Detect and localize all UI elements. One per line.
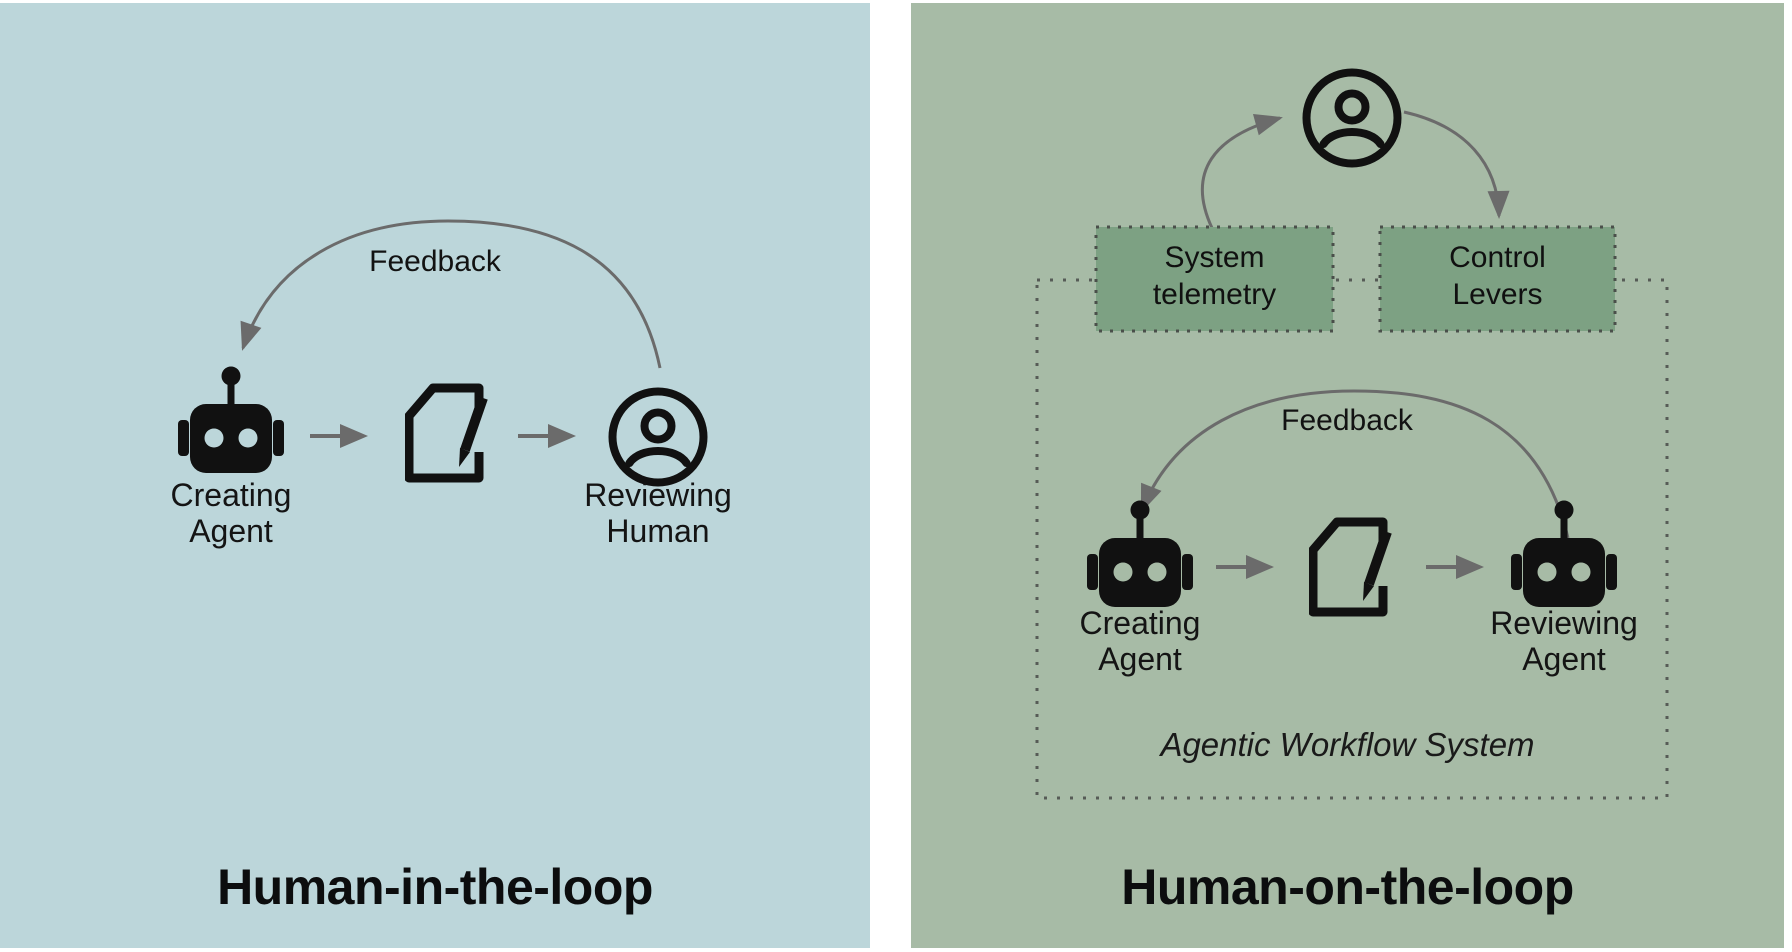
left-panel-connectors [240, 219, 662, 448]
feedback-arc [1140, 389, 1570, 539]
left-panel-title: Human-in-the-loop [217, 859, 653, 915]
document-edit-icon [405, 380, 493, 486]
control-levers-box [1378, 225, 1617, 333]
arrowhead-icon [1246, 555, 1274, 579]
flow-arrow [518, 424, 576, 448]
feedback-label: Feedback [1281, 404, 1413, 437]
arrowhead-icon [1456, 555, 1484, 579]
telemetry-to-human-arc [1201, 113, 1283, 229]
flow-arrow [1426, 555, 1484, 579]
flow-arrow [310, 424, 368, 448]
person-icon [1302, 68, 1402, 168]
feedback-label: Feedback [369, 245, 501, 278]
right-panel-connectors [1035, 110, 1669, 800]
panel-human-on-the-loop: System telemetry Control Levers Feedback… [911, 3, 1784, 948]
agentic-workflow-boundary [1035, 278, 1669, 800]
creating-agent-label: Creating Agent [170, 477, 292, 549]
document-edit-icon [1309, 514, 1397, 620]
human-to-control-arc [1403, 110, 1510, 219]
agentic-workflow-system-label: Agentic Workflow System [1160, 726, 1535, 763]
person-icon [608, 387, 708, 487]
system-telemetry-box [1094, 225, 1335, 333]
robot-icon [1082, 500, 1198, 608]
flow-arrow [1216, 555, 1274, 579]
reviewing-human-label: Reviewing Human [584, 477, 732, 549]
control-levers-label: Control Levers [1449, 241, 1546, 311]
right-panel-title: Human-on-the-loop [1121, 859, 1574, 915]
creating-agent-label: Creating Agent [1079, 605, 1201, 677]
feedback-arc [240, 219, 662, 369]
system-telemetry-label: System telemetry [1152, 241, 1277, 311]
robot-icon [173, 366, 289, 474]
panel-human-in-the-loop: Feedback Creating Agent Reviewing Human … [0, 3, 870, 948]
arrowhead-icon [548, 424, 576, 448]
reviewing-agent-label: Reviewing Agent [1490, 605, 1638, 677]
robot-icon [1506, 500, 1622, 608]
arrowhead-icon [340, 424, 368, 448]
